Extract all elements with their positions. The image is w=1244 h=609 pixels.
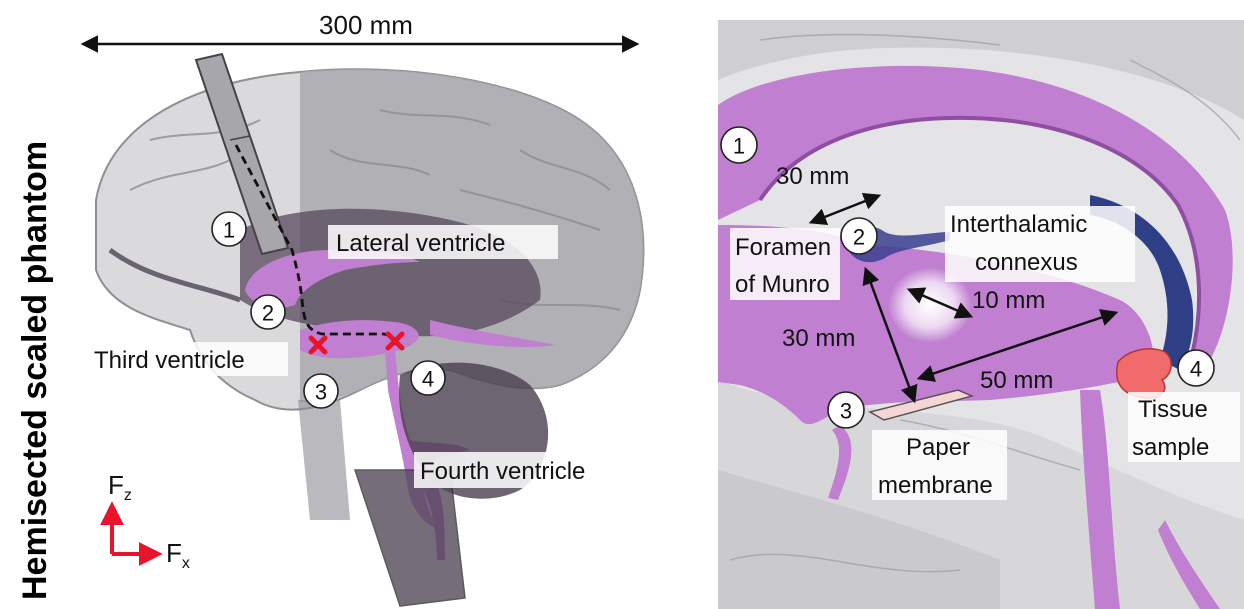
- label-lateral-ventricle: Lateral ventricle: [336, 230, 505, 257]
- label-fourth-ventricle: Fourth ventricle: [420, 458, 585, 485]
- right-marker-3: 3: [828, 392, 864, 428]
- label-foramen-line2: of Munro: [735, 271, 830, 298]
- right-panel: [718, 20, 1244, 609]
- label-tissue-line2: sample: [1132, 434, 1209, 461]
- axis-x-label: Fx: [166, 538, 190, 572]
- dim-label-1: 30 mm: [776, 163, 849, 190]
- tissue-sample-shape: [1117, 349, 1171, 398]
- label-paper-line2: membrane: [878, 472, 993, 499]
- right-marker-1: 1: [721, 127, 757, 163]
- dim-label-2: 10 mm: [972, 287, 1045, 314]
- left-marker-2: 2: [251, 295, 285, 329]
- scale-label: 300 mm: [319, 10, 413, 40]
- dim-label-4: 50 mm: [980, 367, 1053, 394]
- brainstem-light: [298, 400, 350, 520]
- svg-text:3: 3: [315, 380, 327, 405]
- label-third-ventricle: Third ventricle: [94, 347, 245, 374]
- label-foramen-line1: Foramen: [735, 234, 831, 261]
- force-axes: Fz Fx: [108, 470, 190, 572]
- axis-z-label: Fz: [108, 470, 132, 504]
- svg-text:3: 3: [840, 399, 852, 424]
- left-panel: 300 mm: [84, 10, 643, 606]
- svg-text:2: 2: [262, 301, 274, 326]
- svg-text:1: 1: [733, 134, 745, 159]
- svg-text:4: 4: [422, 367, 434, 392]
- label-paper-line1: Paper: [906, 434, 970, 461]
- svg-text:2: 2: [853, 225, 865, 250]
- dim-label-3: 30 mm: [782, 325, 855, 352]
- label-interthalamic-line2: connexus: [975, 249, 1078, 276]
- svg-text:1: 1: [223, 218, 235, 243]
- label-interthalamic-line1: Interthalamic: [950, 211, 1087, 238]
- svg-text:4: 4: [1190, 357, 1202, 382]
- right-marker-2: 2: [841, 218, 877, 254]
- label-tissue-line1: Tissue: [1138, 396, 1208, 423]
- left-marker-4: 4: [411, 361, 445, 395]
- right-marker-4: 4: [1178, 350, 1214, 386]
- left-marker-3: 3: [304, 374, 338, 408]
- brainstem: [355, 470, 465, 606]
- left-marker-1: 1: [212, 212, 246, 246]
